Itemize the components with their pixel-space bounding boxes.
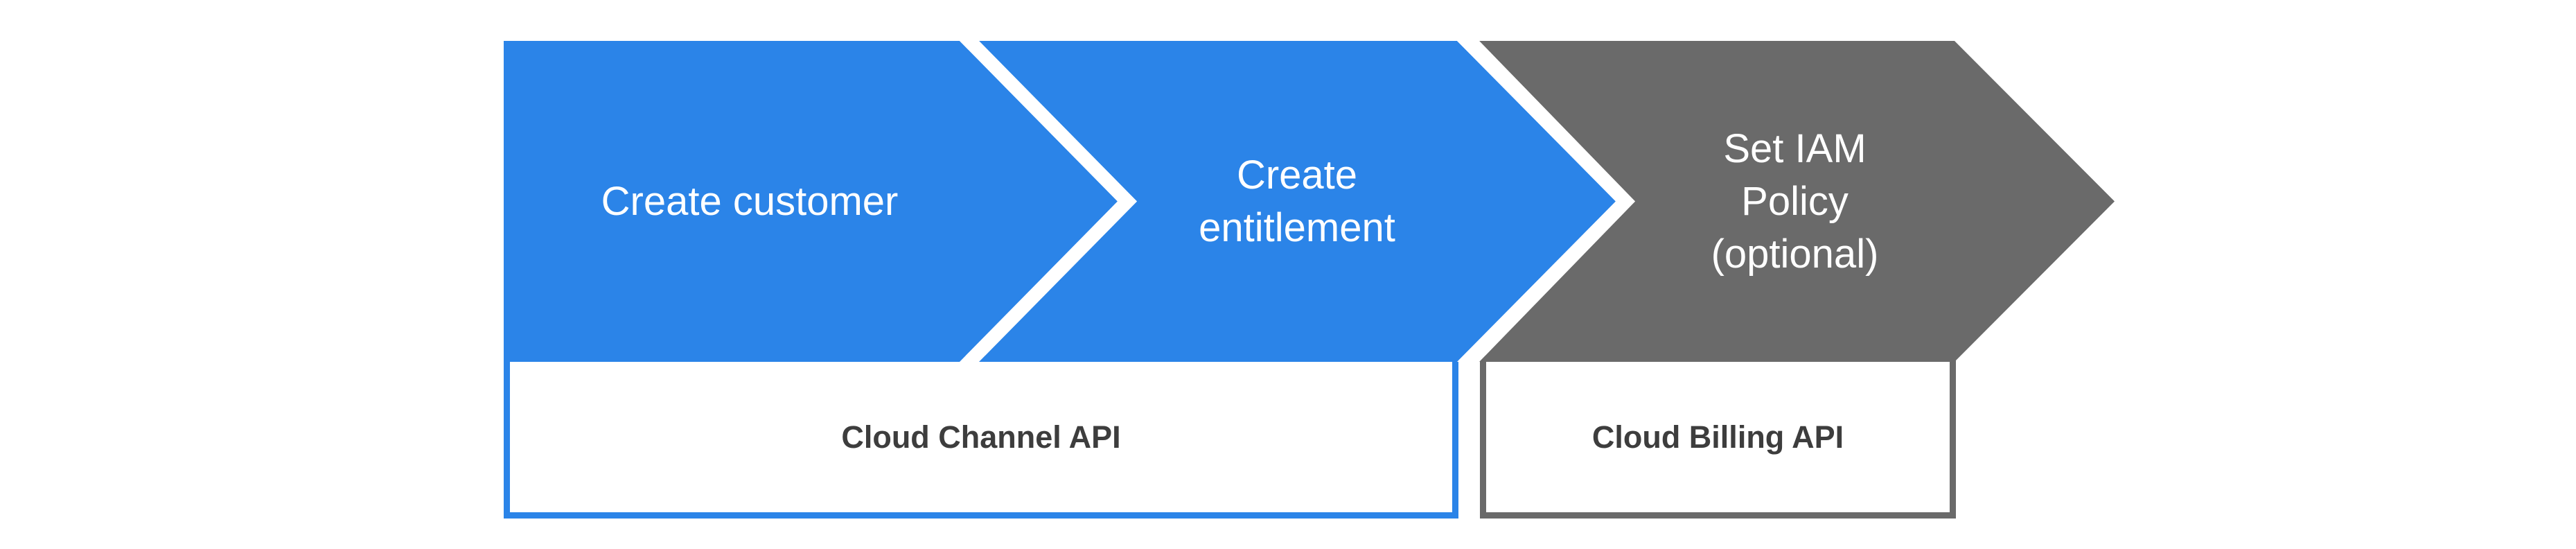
api-box-cloud-billing: Cloud Billing API (1480, 356, 1956, 518)
chevron-set-iam-policy (1479, 41, 2115, 362)
step-label-set-iam-policy: Set IAM Policy (optional) (1635, 41, 1955, 362)
step-label-line: entitlement (1199, 204, 1395, 250)
step-label-create-entitlement: Create entitlement (1137, 41, 1457, 362)
step-label-line: Create (1236, 152, 1358, 198)
chevron-create-entitlement (979, 41, 1616, 362)
step-label-line: Set IAM (1723, 125, 1867, 171)
chevron-create-customer (504, 41, 1118, 362)
api-box-cloud-billing-label: Cloud Billing API (1591, 419, 1844, 455)
step-label-line: (optional) (1711, 231, 1879, 277)
api-box-cloud-channel-label: Cloud Channel API (841, 419, 1121, 455)
step-label-line: Create customer (601, 178, 899, 224)
step-label-create-customer: Create customer (504, 41, 996, 362)
step-label-line: Policy (1741, 178, 1849, 224)
